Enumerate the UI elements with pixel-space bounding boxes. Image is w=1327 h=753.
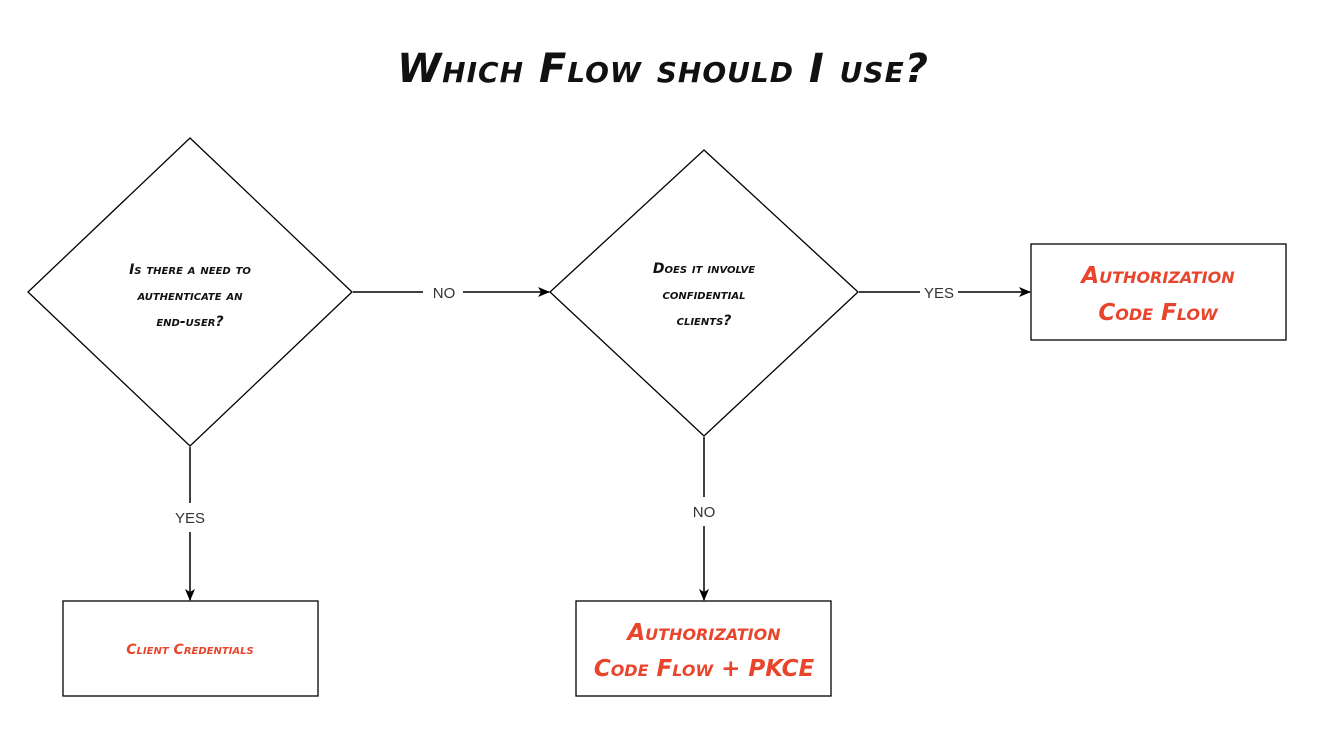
- decision-label-line: clients?: [677, 313, 732, 329]
- edge-label: YES: [175, 510, 205, 527]
- edge-q2-to-authorization-code-flow: YES: [859, 285, 1031, 302]
- edge-label: NO: [433, 285, 456, 302]
- decision-label-line: Does it involve: [653, 261, 755, 277]
- edge-q2-to-authorization-code-flow-pkce: NO: [693, 437, 716, 601]
- edge-label: YES: [924, 285, 954, 302]
- decision-diamond: [549, 149, 859, 437]
- result-authorization-code-flow-pkce: Authorization Code Flow + PKCE: [575, 600, 832, 697]
- page-title: Which Flow should I use?: [397, 46, 929, 92]
- result-label-line: Code Flow: [1098, 300, 1219, 326]
- decision-diamond: [27, 137, 353, 447]
- decision-label-line: end-user?: [156, 314, 223, 330]
- result-client-credentials: Client Credentials: [62, 600, 319, 697]
- result-box: [62, 600, 319, 697]
- result-box: [575, 600, 832, 697]
- edge-label: NO: [693, 504, 716, 521]
- result-label-line: Authorization: [1079, 263, 1235, 289]
- decision-need-end-user-auth: Is there a need to authenticate an end-u…: [27, 137, 353, 447]
- decision-confidential-clients: Does it involve confidential clients?: [549, 149, 859, 437]
- edge-q1-to-client-credentials: YES: [175, 447, 205, 601]
- decision-label-line: Is there a need to: [129, 262, 251, 278]
- result-label-line: Code Flow + PKCE: [594, 656, 815, 682]
- result-label-line: Authorization: [625, 620, 781, 646]
- decision-label-line: authenticate an: [136, 288, 243, 304]
- edge-q1-to-q2: NO: [353, 285, 550, 302]
- result-label-line: Client Credentials: [126, 642, 253, 658]
- decision-label-line: confidential: [663, 287, 746, 303]
- result-box: [1030, 243, 1287, 341]
- result-authorization-code-flow: Authorization Code Flow: [1030, 243, 1287, 341]
